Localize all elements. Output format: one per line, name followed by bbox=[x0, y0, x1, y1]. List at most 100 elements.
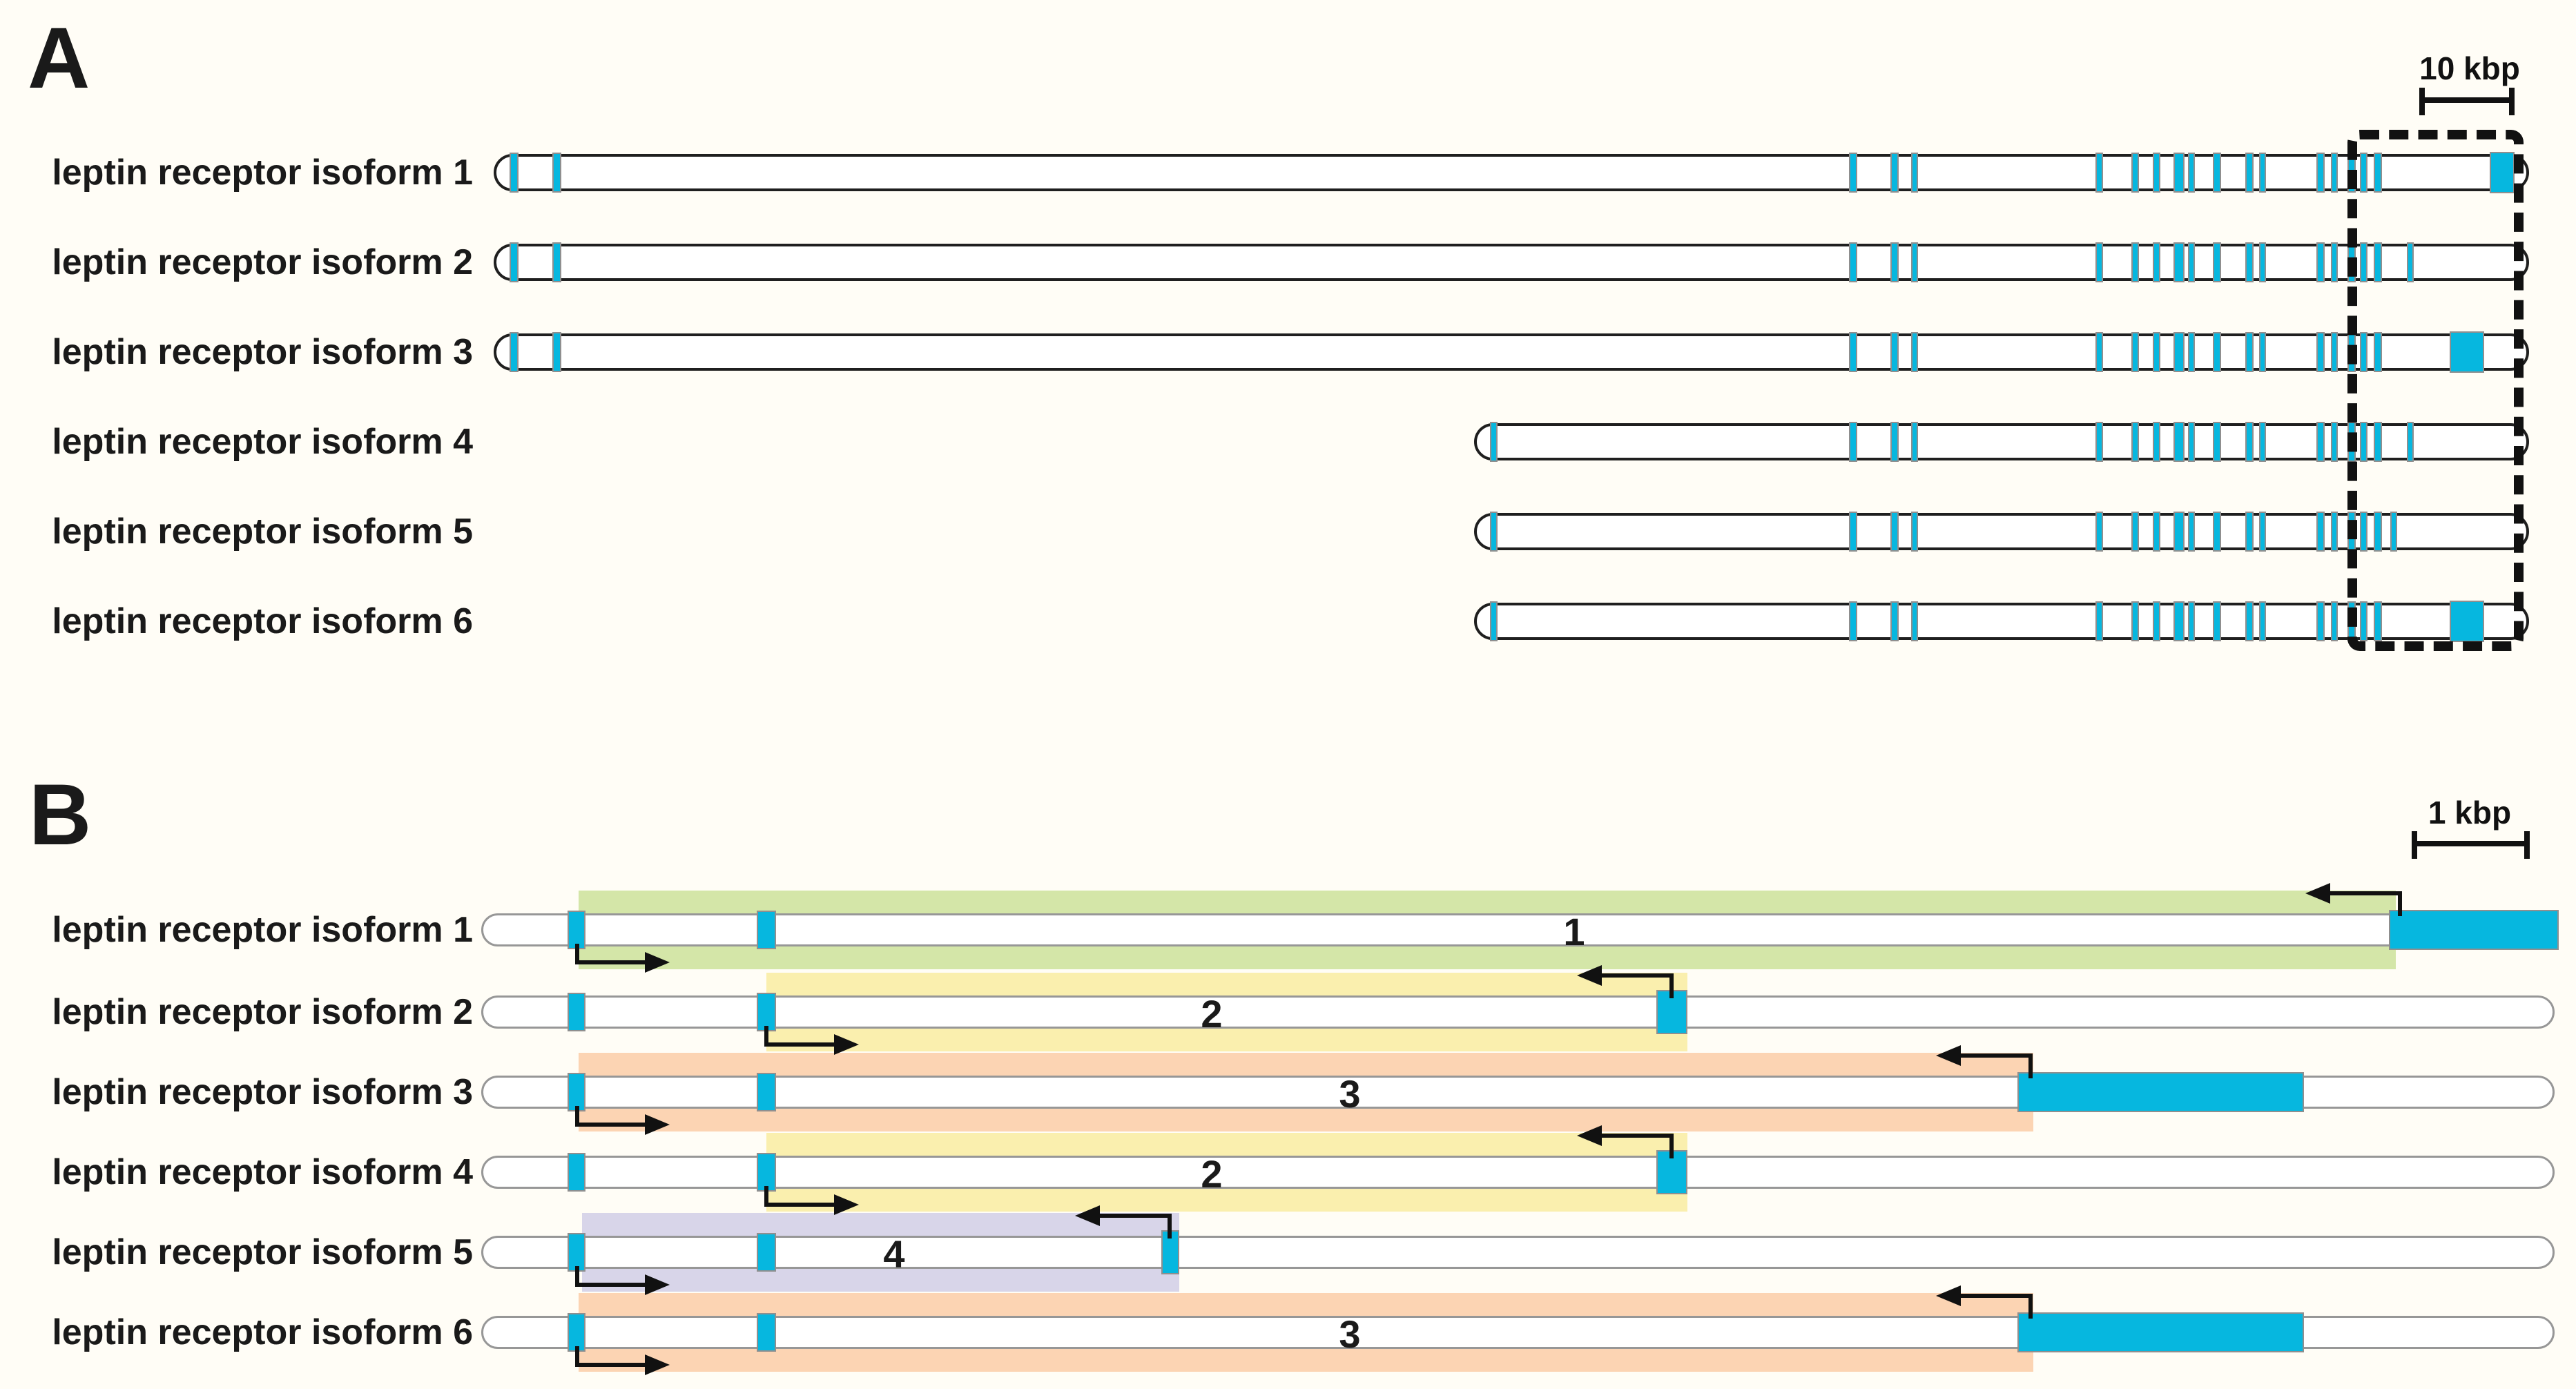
exon bbox=[2153, 153, 2160, 193]
exon bbox=[1490, 422, 1498, 462]
exon bbox=[2259, 153, 2266, 193]
terminal-exon-box bbox=[2017, 1312, 2304, 1352]
forward-primer-arrow bbox=[575, 960, 647, 964]
forward-primer-arrow bbox=[764, 1186, 768, 1207]
exon bbox=[2153, 512, 2160, 552]
panel-b-label: B bbox=[29, 767, 92, 863]
exon bbox=[2095, 242, 2103, 282]
terminal-exon-box bbox=[2490, 152, 2515, 193]
terminal-exon-box bbox=[2450, 601, 2484, 642]
reverse-primer-arrow bbox=[1961, 1053, 2033, 1058]
reverse-primer-arrow bbox=[1602, 973, 1674, 978]
exon bbox=[2374, 242, 2382, 282]
exon bbox=[2213, 601, 2221, 641]
isoform-label: leptin receptor isoform 6 bbox=[52, 601, 473, 641]
exon bbox=[2259, 512, 2266, 552]
exon bbox=[1911, 512, 1918, 552]
forward-primer-arrow bbox=[575, 1106, 579, 1127]
forward-primer-arrow bbox=[575, 1123, 647, 1127]
exon bbox=[2213, 422, 2221, 462]
exon bbox=[757, 1073, 776, 1111]
exon bbox=[2331, 422, 2338, 462]
exon bbox=[2390, 512, 2397, 552]
amplicon-number: 4 bbox=[883, 1232, 905, 1276]
exon bbox=[2153, 332, 2160, 372]
dashed-region-box bbox=[2347, 130, 2524, 651]
exon bbox=[1849, 242, 1857, 282]
exon bbox=[2173, 422, 2185, 462]
exon bbox=[2245, 153, 2254, 193]
exon bbox=[2360, 422, 2367, 462]
exon bbox=[2407, 242, 2414, 282]
exon bbox=[2153, 242, 2160, 282]
exon bbox=[2360, 601, 2367, 641]
exon bbox=[568, 1313, 585, 1352]
reverse-primer-arrow bbox=[2028, 1298, 2033, 1319]
exon bbox=[2213, 512, 2221, 552]
exon bbox=[757, 993, 776, 1031]
exon bbox=[552, 332, 561, 372]
exon bbox=[510, 153, 519, 193]
exon bbox=[2245, 242, 2254, 282]
gene-bar bbox=[494, 244, 2529, 281]
exon bbox=[2131, 422, 2139, 462]
amplicon-number: 3 bbox=[1339, 1312, 1361, 1356]
forward-primer-arrow bbox=[575, 1346, 579, 1367]
isoform-label: leptin receptor isoform 4 bbox=[52, 1152, 473, 1192]
reverse-arrow-icon bbox=[1936, 1285, 1961, 1306]
exon bbox=[2316, 242, 2325, 282]
forward-arrow-icon bbox=[645, 1354, 670, 1375]
exon bbox=[2331, 153, 2338, 193]
exon bbox=[2188, 242, 2195, 282]
exon bbox=[1849, 332, 1857, 372]
exon bbox=[2259, 242, 2266, 282]
reverse-arrow-icon bbox=[1577, 965, 1602, 986]
scale-bar-line bbox=[2422, 97, 2512, 103]
forward-primer-arrow bbox=[764, 1203, 836, 1207]
exon bbox=[1890, 422, 1899, 462]
isoform-label: leptin receptor isoform 2 bbox=[52, 242, 473, 282]
exon bbox=[568, 1153, 585, 1192]
exon bbox=[1849, 512, 1857, 552]
exon bbox=[568, 911, 585, 949]
exon bbox=[2374, 512, 2382, 552]
exon bbox=[2213, 242, 2221, 282]
gene-bar bbox=[481, 913, 2555, 946]
forward-arrow-icon bbox=[645, 952, 670, 973]
gene-bar bbox=[494, 154, 2529, 191]
forward-arrow-icon bbox=[834, 1034, 859, 1055]
exon bbox=[2245, 332, 2254, 372]
exon bbox=[2095, 512, 2103, 552]
isoform-label: leptin receptor isoform 4 bbox=[52, 422, 473, 462]
exon bbox=[1911, 601, 1918, 641]
exon bbox=[1911, 332, 1918, 372]
exon bbox=[2316, 601, 2325, 641]
exon bbox=[2331, 512, 2338, 552]
exon bbox=[552, 242, 561, 282]
reverse-primer-arrow bbox=[2028, 1058, 2033, 1078]
forward-arrow-icon bbox=[645, 1274, 670, 1295]
reverse-primer-arrow bbox=[2398, 895, 2402, 916]
exon bbox=[1890, 601, 1899, 641]
exon bbox=[510, 242, 519, 282]
exon bbox=[757, 1313, 776, 1352]
panel-a-label: A bbox=[28, 10, 90, 106]
exon bbox=[2173, 332, 2185, 372]
exon bbox=[1849, 153, 1857, 193]
exon bbox=[2131, 601, 2139, 641]
exon bbox=[2095, 422, 2103, 462]
exon bbox=[2173, 601, 2185, 641]
exon bbox=[2316, 153, 2325, 193]
exon bbox=[2259, 422, 2266, 462]
isoform-label: leptin receptor isoform 3 bbox=[52, 332, 473, 372]
exon bbox=[2407, 422, 2414, 462]
forward-primer-arrow bbox=[764, 1026, 768, 1047]
exon bbox=[2173, 242, 2185, 282]
scale-bar-1kbp-label: 1 kbp bbox=[2428, 795, 2512, 831]
exon bbox=[1849, 601, 1857, 641]
exon bbox=[2095, 601, 2103, 641]
exon bbox=[2331, 242, 2338, 282]
isoform-label: leptin receptor isoform 3 bbox=[52, 1072, 473, 1112]
exon bbox=[2374, 422, 2382, 462]
